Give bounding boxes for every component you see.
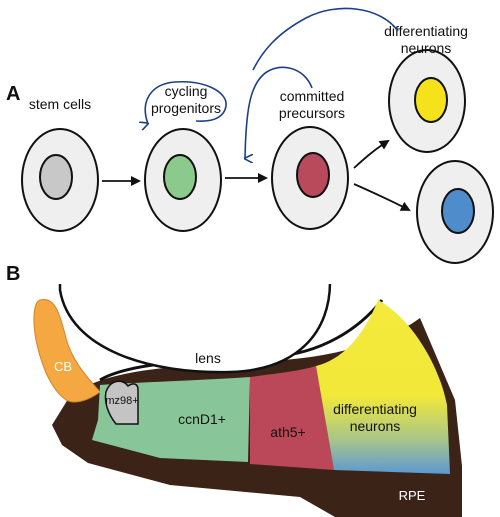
self-renewal-arrow xyxy=(145,81,227,124)
differentiating-label-line2: neurons xyxy=(350,418,401,434)
neurons-label-line1: differentiating xyxy=(384,23,468,39)
lens-label: lens xyxy=(195,350,221,366)
cb-label: CB xyxy=(54,359,72,374)
neuron-nucleus-blue xyxy=(441,188,475,234)
lens xyxy=(58,273,332,374)
mz98-region xyxy=(104,380,139,425)
panel-b-letter: B xyxy=(6,263,20,285)
progenitor-nucleus xyxy=(163,154,197,200)
feedback-arrow-neurons xyxy=(252,7,399,71)
mz98-label: mz98+ xyxy=(105,395,138,407)
stem-cells-label: stem cells xyxy=(29,96,91,112)
panel-a-letter: A xyxy=(6,83,20,105)
progenitor-label-line1: cycling xyxy=(165,83,208,99)
ath5-region xyxy=(250,366,334,470)
progenitor-cell xyxy=(144,128,222,232)
ccnd1-label: ccnD1+ xyxy=(178,411,226,427)
differentiating-region xyxy=(316,300,450,474)
differentiating-label-line1: differentiating xyxy=(333,401,417,417)
precursor-label-line2: precursors xyxy=(279,105,345,121)
arrow-precursor-to-neuron-blue xyxy=(353,183,411,211)
rpe-label: RPE xyxy=(399,488,426,503)
ciliary-body xyxy=(33,299,101,403)
precursor-cell xyxy=(271,126,349,230)
stem-cell-nucleus xyxy=(39,154,73,200)
stem-cell xyxy=(21,128,99,232)
precursor-label-line1: committed xyxy=(280,88,345,104)
precursor-nucleus xyxy=(296,152,330,198)
arrow-precursor-to-neuron-yellow xyxy=(353,139,390,169)
neuron-cell-yellow xyxy=(388,49,466,153)
neurons-label-line2: neurons xyxy=(401,40,452,56)
ath5-label: ath5+ xyxy=(270,424,305,440)
neuron-nucleus-yellow xyxy=(414,77,448,123)
neuron-cell-blue xyxy=(416,160,494,264)
progenitor-label-line2: progenitors xyxy=(151,100,221,116)
lens-top-mask xyxy=(40,262,350,284)
feedback-arrow-precursors xyxy=(245,66,313,158)
